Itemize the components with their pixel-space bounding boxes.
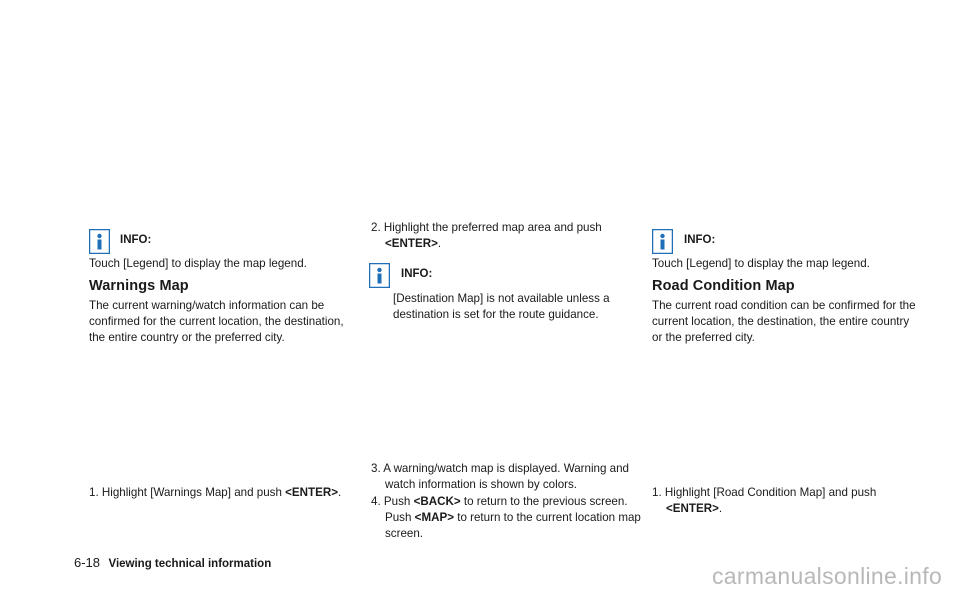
info-label: INFO: (684, 234, 716, 246)
section-paragraph: The current warning/watch information ca… (89, 299, 344, 344)
info-text: Touch [Legend] to display the map legend… (89, 257, 307, 270)
step-1: 1. Highlight [Road Condition Map] and pu… (652, 485, 931, 517)
map-key-label: <MAP> (414, 511, 454, 524)
section-heading-warnings-map: Warnings Map (89, 278, 189, 294)
step-punct: . (437, 237, 442, 250)
info-icon (369, 263, 390, 288)
section-paragraph: The current road condition can be confir… (652, 299, 916, 344)
step-3: 3. A warning/watch map is displayed. War… (371, 462, 629, 491)
step-punct: . (718, 502, 723, 515)
step-text: to return to the current location map sc… (385, 511, 641, 540)
page-footer: 6-18 Viewing technical information (74, 554, 271, 572)
section-title: Viewing technical information (108, 558, 272, 570)
info-label: INFO: (401, 268, 433, 280)
watermark: carmanualsonline.info (712, 563, 943, 589)
step-text: 4. Push (371, 495, 411, 508)
page-number: 6-18 (74, 555, 101, 570)
info-label: INFO: (120, 234, 152, 246)
info-text: [Destination Map] is not available unles… (393, 292, 610, 321)
step-punct: . (337, 486, 342, 499)
step-text: 1. Highlight [Warnings Map] and push (89, 486, 282, 499)
step-text: to return to the previous screen. Push (385, 495, 628, 524)
enter-key-label: <ENTER> (285, 486, 338, 499)
info-icon (652, 229, 673, 254)
info-text: Touch [Legend] to display the map legend… (652, 257, 870, 270)
section-heading-road-condition-map: Road Condition Map (652, 278, 795, 294)
step-2: 2. Highlight the preferred map area and … (371, 220, 647, 252)
enter-key-label: <ENTER> (385, 237, 438, 250)
enter-key-label: <ENTER> (666, 502, 719, 515)
step-text: 1. Highlight [Road Condition Map] and pu… (652, 486, 877, 499)
step-4: 4. Push <BACK> to return to the previous… (371, 494, 647, 542)
back-key-label: <BACK> (413, 495, 461, 508)
info-icon (89, 229, 110, 254)
step-text: 2. Highlight the preferred map area and … (371, 221, 602, 234)
step-1: 1. Highlight [Warnings Map] and push <EN… (89, 485, 366, 501)
